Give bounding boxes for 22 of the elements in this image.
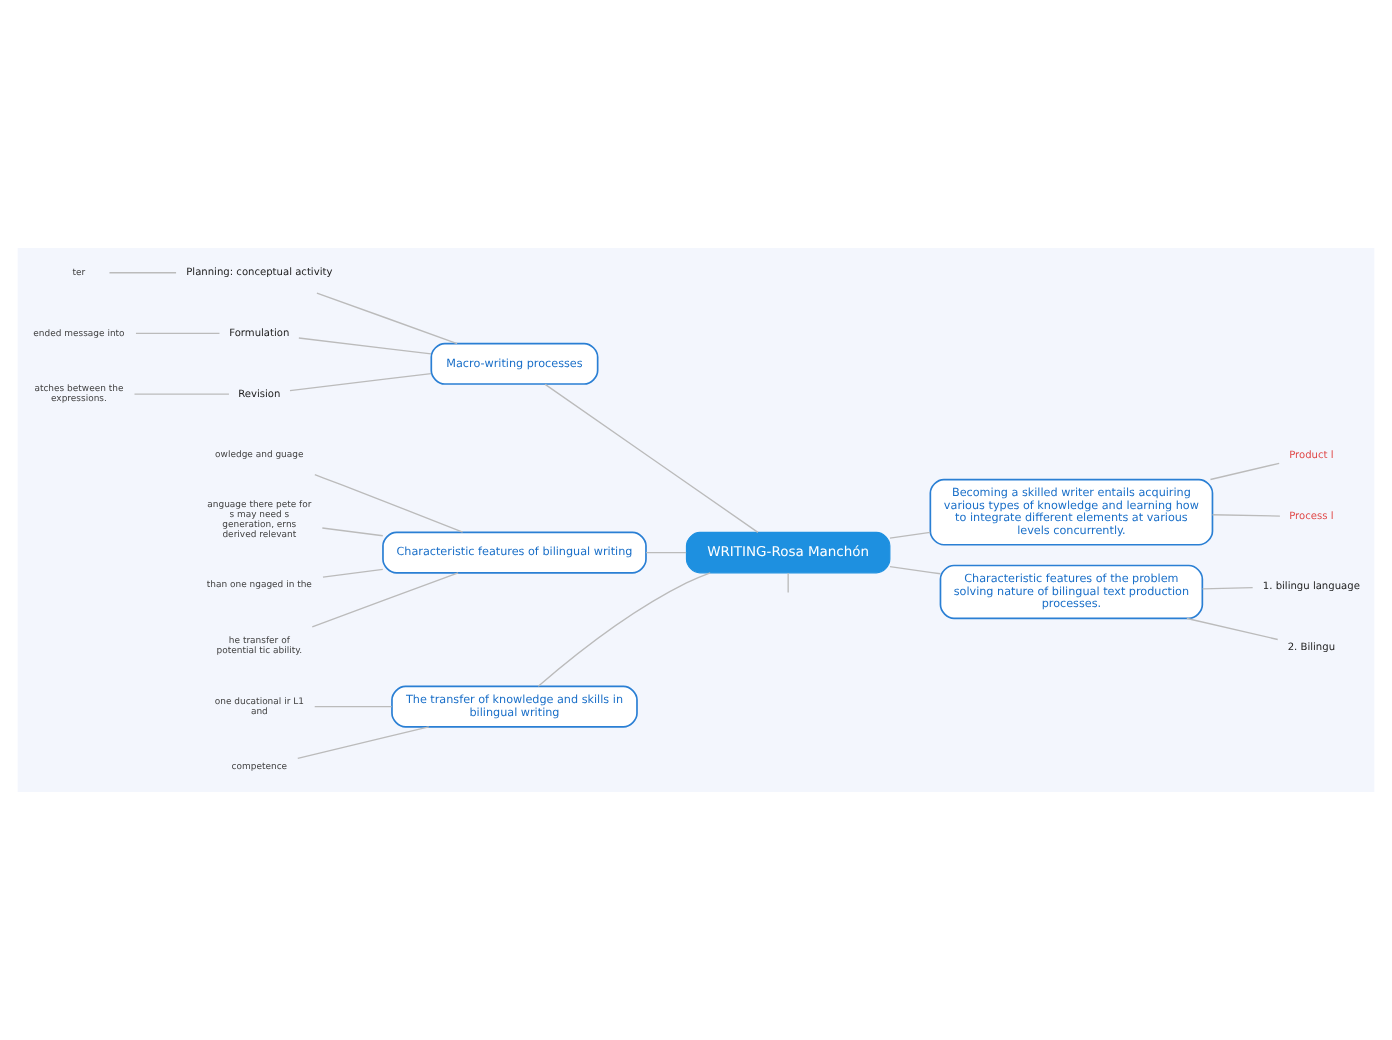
connector bbox=[645, 551, 687, 554]
connector bbox=[298, 337, 432, 355]
connector bbox=[1209, 462, 1280, 481]
connector bbox=[1211, 514, 1281, 517]
connector bbox=[544, 383, 759, 533]
connector bbox=[322, 568, 384, 578]
connector bbox=[108, 272, 177, 274]
connector bbox=[1201, 587, 1254, 590]
connector bbox=[1186, 617, 1279, 641]
connector bbox=[889, 531, 931, 539]
connector bbox=[321, 527, 384, 537]
connector bbox=[537, 572, 711, 687]
connector bbox=[889, 566, 942, 575]
connector bbox=[787, 572, 789, 594]
connector bbox=[135, 332, 221, 335]
connector bbox=[289, 372, 432, 392]
connector bbox=[133, 393, 230, 395]
connector bbox=[297, 726, 430, 759]
connector bbox=[316, 292, 458, 345]
connector bbox=[314, 705, 393, 708]
connector bbox=[314, 474, 464, 533]
connector bbox=[311, 572, 459, 628]
